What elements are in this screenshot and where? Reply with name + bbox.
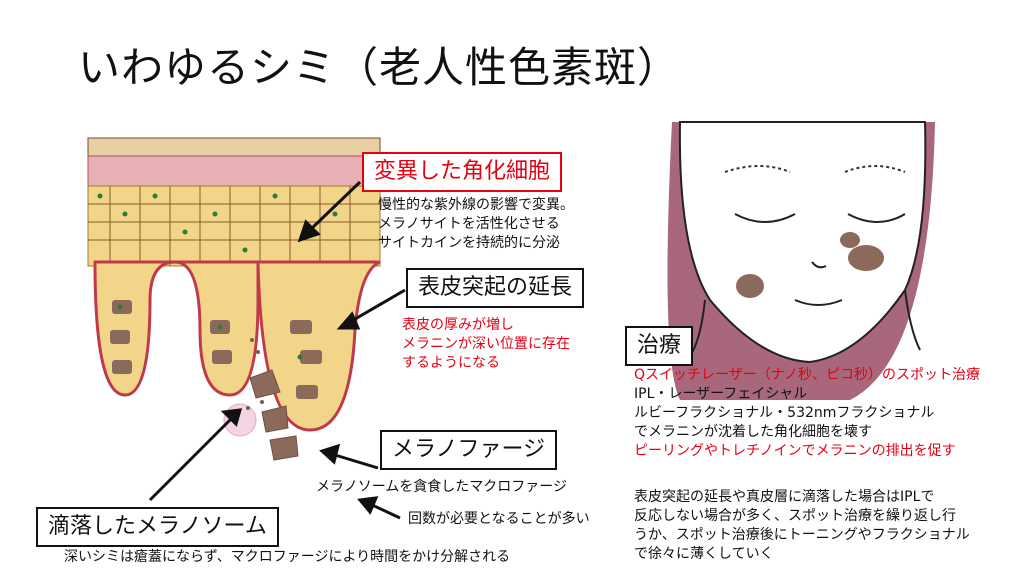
rete-ridge-note: 表皮の厚みが増し メラニンが深い位置に存在 するようになる bbox=[402, 317, 570, 371]
label-treatment: 治療 bbox=[625, 326, 694, 366]
treatment-list: Qスイッチレーザー（ナノ秒、ピコ秒）のスポット治療 IPL・レーザーフェイシャル… bbox=[634, 367, 981, 459]
label-mutated-keratinocyte: 変異した角化細胞 bbox=[362, 152, 563, 192]
melanophage-note: メラノソームを貪食したマクロファージ bbox=[316, 479, 568, 495]
label-rete-ridge-elongation: 表皮突起の延長 bbox=[406, 268, 585, 308]
treatment-note: 表皮突起の延長や真皮層に滴落した場合はIPLで 反応しない場合が多く、スポット治… bbox=[634, 489, 970, 562]
spot-small bbox=[840, 232, 860, 248]
repeat-note: 回数が必要となることが多い bbox=[408, 511, 590, 527]
page-title: いわゆるシミ（老人性色素斑） bbox=[78, 43, 681, 92]
keratinocyte-note: 慢性的な紫外線の影響で変異。 メラノサイトを活性化させる サイトカインを持続的に… bbox=[378, 197, 574, 251]
label-dropped-melanosome: 滴落したメラノソーム bbox=[36, 507, 279, 547]
deep-spot-note: 深いシミは瘡蓋にならず、マクロファージにより時間をかけ分解される bbox=[64, 549, 511, 565]
spot-right-cheek bbox=[848, 245, 884, 271]
label-melanophage: メラノファージ bbox=[380, 430, 558, 470]
spot-left-cheek bbox=[736, 274, 764, 298]
